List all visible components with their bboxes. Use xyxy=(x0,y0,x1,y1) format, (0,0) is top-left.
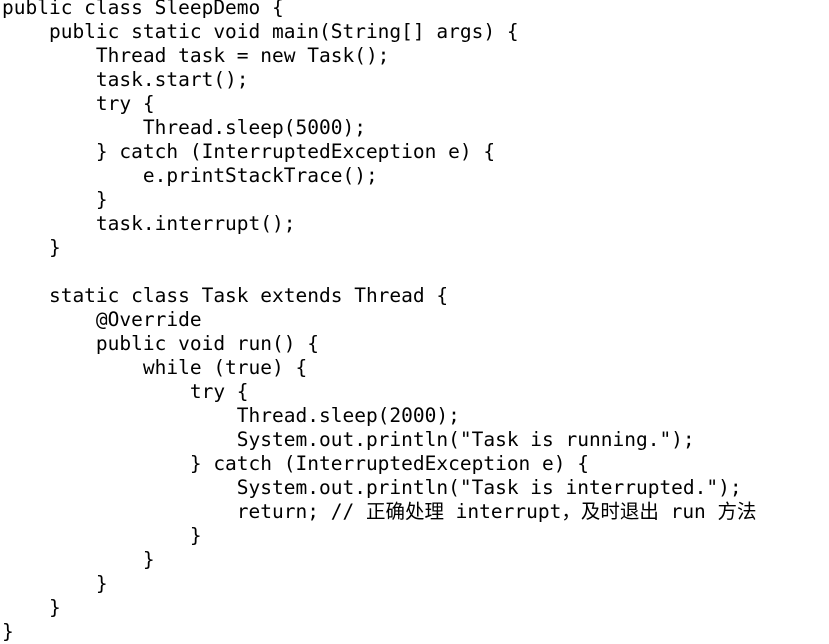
code-line: try { xyxy=(2,380,249,403)
code-line: System.out.println("Task is interrupted.… xyxy=(2,476,742,499)
code-line: } xyxy=(2,236,61,259)
code-line: } xyxy=(2,524,202,547)
code-line: Thread.sleep(2000); xyxy=(2,404,460,427)
code-line: System.out.println("Task is running."); xyxy=(2,428,695,451)
code-line: Thread task = new Task(); xyxy=(2,44,390,67)
code-line: } catch (InterruptedException e) { xyxy=(2,140,496,163)
code-line: task.start(); xyxy=(2,68,249,91)
code-line xyxy=(2,260,757,284)
code-line: return; // 正确处理 interrupt，及时退出 run 方法 xyxy=(2,500,757,523)
code-line: } catch (InterruptedException e) { xyxy=(2,452,589,475)
code-line: e.printStackTrace(); xyxy=(2,164,378,187)
code-line: } xyxy=(2,620,14,643)
code-line: static class Task extends Thread { xyxy=(2,284,449,307)
code-line: public static void main(String[] args) { xyxy=(2,20,519,43)
code-line: public class SleepDemo { xyxy=(2,0,284,19)
code-line: } xyxy=(2,572,108,595)
code-line: @Override xyxy=(2,308,202,331)
code-line: Thread.sleep(5000); xyxy=(2,116,366,139)
code-block: public class SleepDemo { public static v… xyxy=(2,0,757,644)
code-line: } xyxy=(2,548,155,571)
code-line: } xyxy=(2,596,61,619)
code-line: public void run() { xyxy=(2,332,319,355)
code-line: task.interrupt(); xyxy=(2,212,296,235)
code-line: while (true) { xyxy=(2,356,308,379)
code-line: } xyxy=(2,188,108,211)
code-line: try { xyxy=(2,92,155,115)
